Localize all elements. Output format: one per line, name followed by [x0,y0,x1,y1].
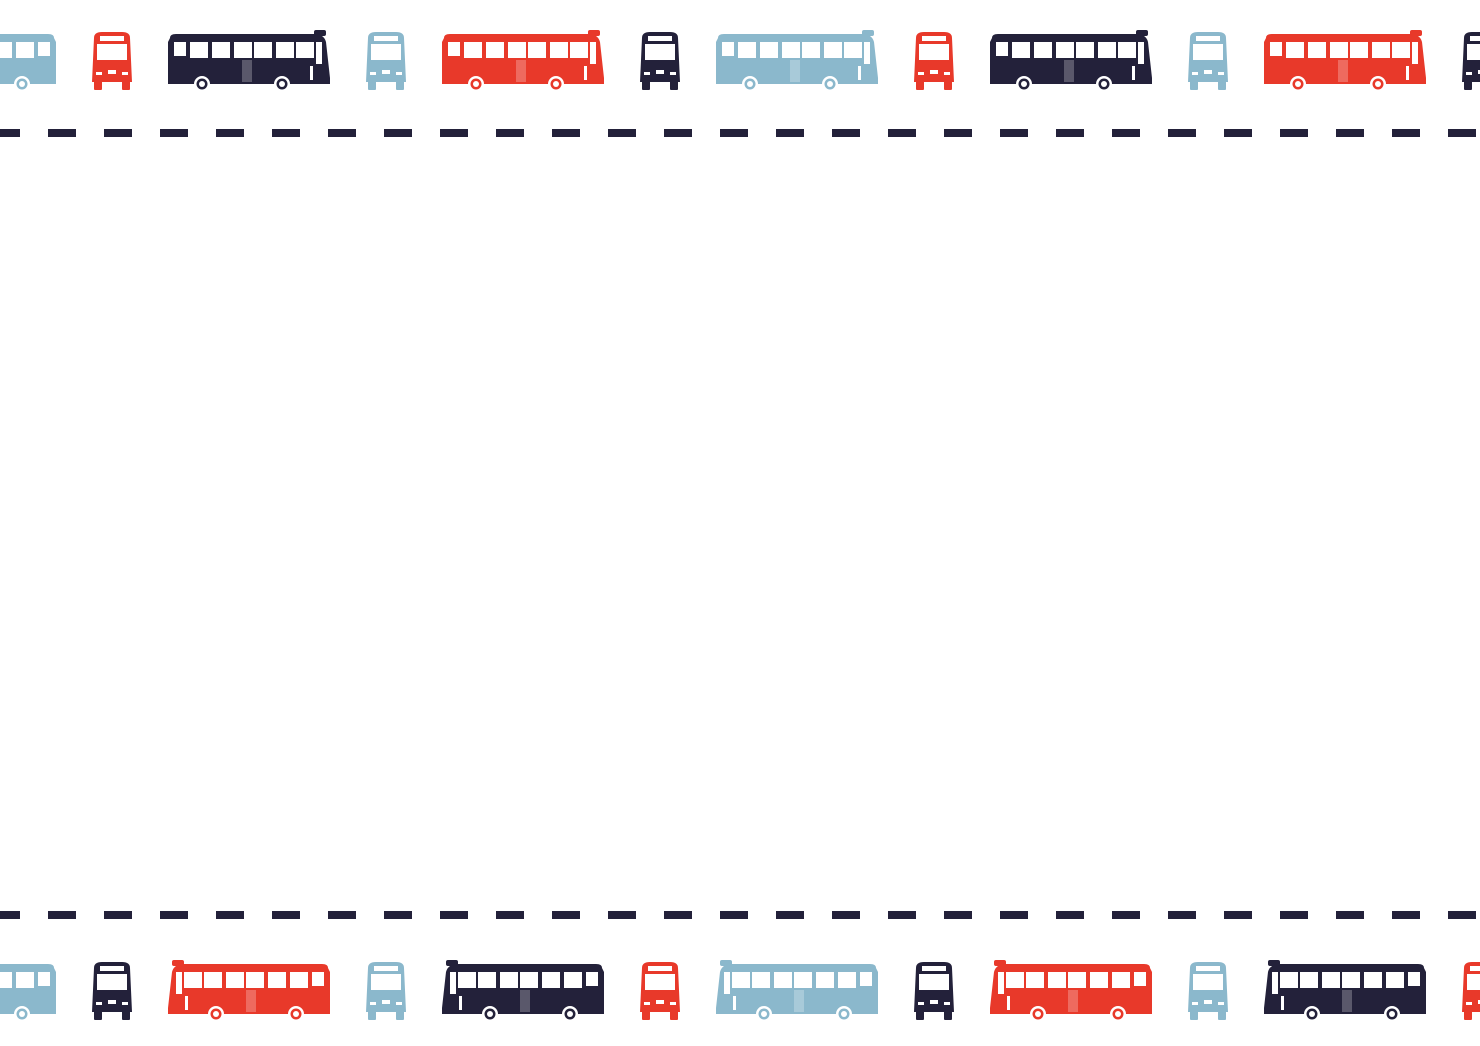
bus-front-icon [1460,960,1480,1022]
bus-side-icon [0,30,60,92]
bus-front-icon [90,30,134,92]
bus-side-icon [1260,960,1430,1022]
bottom-dashed-road-line [0,911,1480,919]
bus-side-icon [164,30,334,92]
bus-front-icon [90,960,134,1022]
bus-front-icon [912,960,956,1022]
bus-side-icon [986,30,1156,92]
bus-side-icon [438,30,608,92]
top-bus-row [0,30,1480,92]
bus-side-icon [986,960,1156,1022]
bus-side-icon [712,30,882,92]
bus-side-icon [438,960,608,1022]
bus-front-icon [638,960,682,1022]
bus-front-icon [638,30,682,92]
top-dashed-road-line [0,129,1480,137]
bus-side-icon [1260,30,1430,92]
bus-front-icon [364,960,408,1022]
bus-side-icon [0,960,60,1022]
bottom-bus-row [0,960,1480,1022]
bus-front-icon [1186,30,1230,92]
bus-front-icon [364,30,408,92]
bus-side-icon [712,960,882,1022]
bus-front-icon [912,30,956,92]
bus-front-icon [1186,960,1230,1022]
bus-front-icon [1460,30,1480,92]
blank-content-area [0,145,1480,901]
bus-side-icon [164,960,334,1022]
